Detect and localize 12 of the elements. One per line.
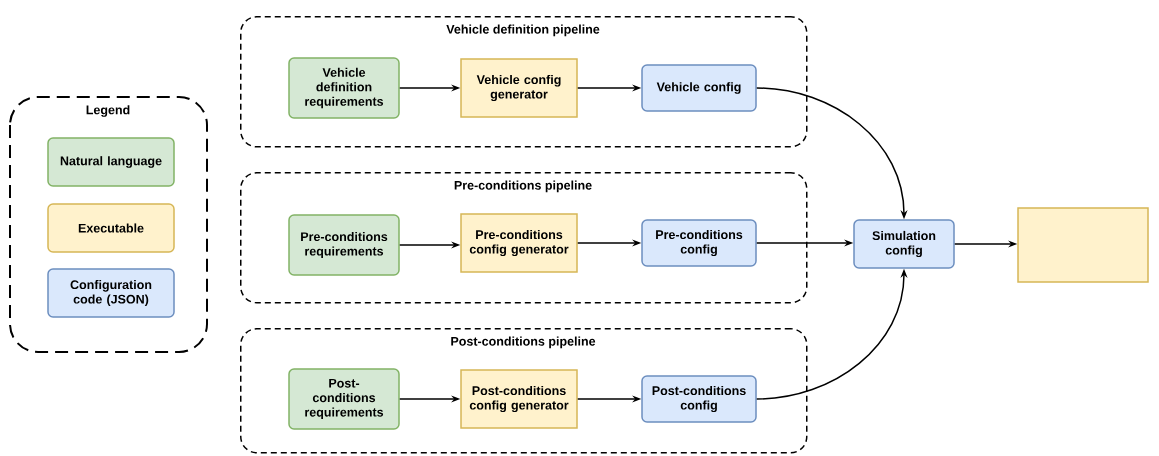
- empty-box: [1017, 207, 1149, 283]
- legend-title: Legend: [86, 105, 130, 117]
- process-box: Vehicle config: [641, 64, 757, 112]
- process-box: Post-conditions requirements: [288, 368, 400, 430]
- process-box: Simulation config: [853, 219, 955, 269]
- process-box: Vehicle config generator: [460, 58, 578, 118]
- process-box: Pre-conditions config: [641, 219, 757, 267]
- process-box: Pre-conditions requirements: [288, 214, 400, 276]
- process-box: Pre-conditions config generator: [460, 213, 578, 273]
- process-box: Vehicle definition requirements: [288, 57, 400, 119]
- process-box: Post-conditions config generator: [460, 369, 578, 429]
- process-box: Post-conditions config: [641, 375, 757, 423]
